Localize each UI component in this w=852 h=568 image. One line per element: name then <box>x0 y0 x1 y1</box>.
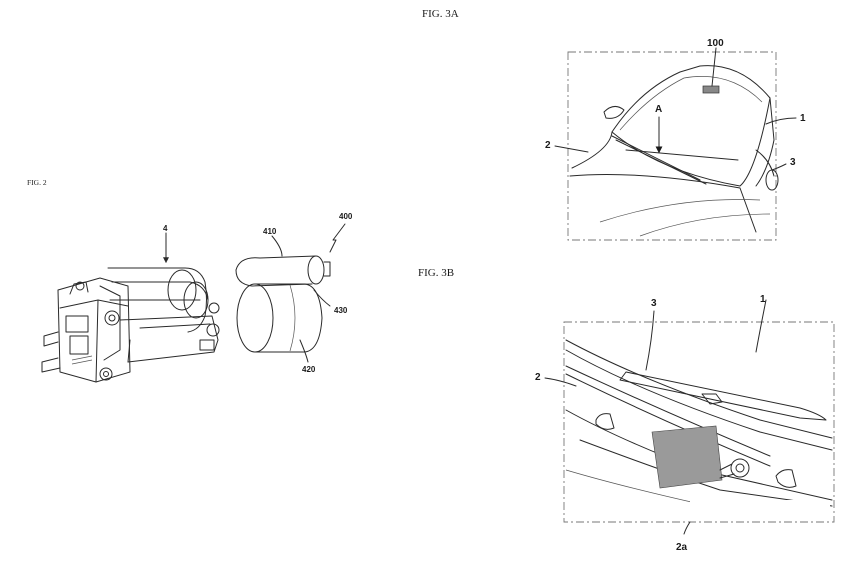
label-heater-assembly: 400 <box>339 212 353 221</box>
label-cowl-part: 2a <box>676 542 688 553</box>
label-heater-sleeve: 420 <box>302 365 316 374</box>
label-wiper-3a: 3 <box>790 157 796 168</box>
fig2-caption: FIG. 2 <box>27 178 47 187</box>
fig3b-frame <box>563 321 835 523</box>
label-windshield-3b: 1 <box>760 294 766 305</box>
vehicle-front-view <box>554 47 797 237</box>
heater-patch <box>651 425 723 489</box>
label-heater-tab: 430 <box>334 306 348 315</box>
label-sensor: 100 <box>707 38 724 49</box>
label-heater-top: 410 <box>263 227 277 236</box>
label-cowl-3a: 2 <box>545 140 551 151</box>
fig3a-frame <box>567 51 777 241</box>
fig3a-caption: FIG. 3A <box>422 8 459 20</box>
sensor-pad <box>702 85 720 94</box>
fig2-group: FIG. 2 <box>27 178 353 383</box>
washer-pump-unit <box>41 232 220 383</box>
label-wiper-3b: 3 <box>651 298 657 309</box>
heater-assembly <box>235 223 346 363</box>
label-cowl-3b: 2 <box>535 372 541 383</box>
fig3b-group: FIG. 3B <box>418 267 835 553</box>
label-windshield-3a: 1 <box>800 113 806 124</box>
blank-area <box>690 500 830 520</box>
fig3a-group: FIG. 3A <box>422 8 806 241</box>
label-view-arrow: A <box>655 104 662 115</box>
cowl-closeup <box>544 299 833 535</box>
fig3b-caption: FIG. 3B <box>418 267 454 279</box>
label-washer-unit: 4 <box>163 224 168 233</box>
